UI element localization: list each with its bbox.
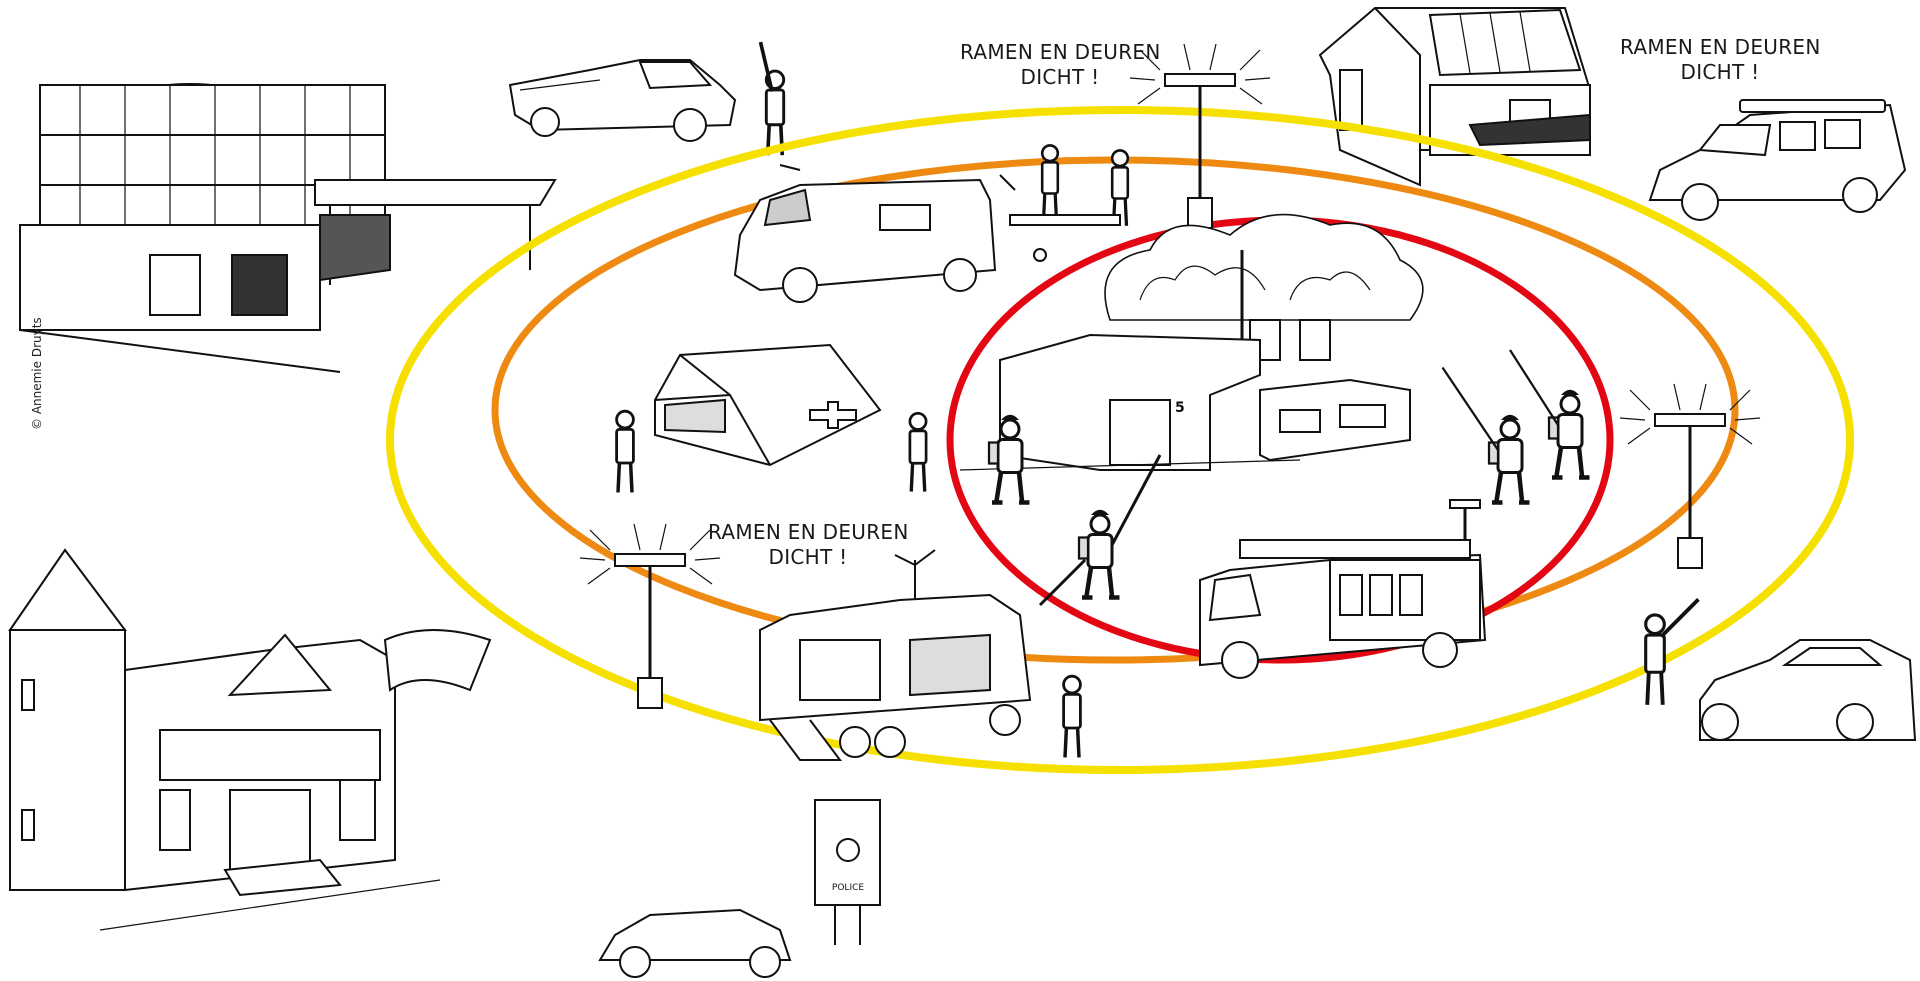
paramedic-icon — [910, 413, 926, 491]
firefighter-icon — [1443, 368, 1530, 503]
police-officer-icon — [617, 411, 634, 492]
police-officer-icon — [1064, 676, 1081, 757]
warning-label-top: RAMEN EN DEUREN DICHT ! — [960, 40, 1160, 90]
warning-line1: RAMEN EN DEUREN — [1620, 35, 1820, 60]
command-truck-icon — [760, 550, 1030, 760]
house-icon — [1320, 8, 1590, 185]
warning-line1: RAMEN EN DEUREN — [960, 40, 1160, 65]
billboard-label: POLICE — [832, 883, 864, 893]
pickup-truck-icon — [510, 60, 735, 141]
tent-icon — [655, 345, 880, 465]
town-hall-icon — [10, 550, 490, 930]
warning-line2: DICHT ! — [708, 545, 908, 570]
car-icon — [1700, 640, 1915, 740]
fire-truck-icon — [1200, 500, 1485, 678]
car-icon — [600, 910, 790, 977]
warning-line2: DICHT ! — [1620, 60, 1820, 85]
warning-line2: DICHT ! — [960, 65, 1160, 90]
ambulance-icon — [735, 165, 1015, 302]
illustration-credit: © Annemie Druyts — [30, 317, 44, 430]
billboard-sign-icon: POLICE — [815, 800, 880, 945]
factory-fire-icon: 5 — [960, 215, 1423, 470]
firefighter-icon — [1040, 455, 1160, 605]
police-officer-icon — [761, 42, 784, 155]
warning-line1: RAMEN EN DEUREN — [708, 520, 908, 545]
warning-label-middle: RAMEN EN DEUREN DICHT ! — [708, 520, 908, 570]
jeep-icon — [1650, 100, 1905, 220]
office-building-icon — [20, 84, 555, 372]
warning-label-right: RAMEN EN DEUREN DICHT ! — [1620, 35, 1820, 85]
building-number-label: 5 — [1175, 400, 1185, 416]
